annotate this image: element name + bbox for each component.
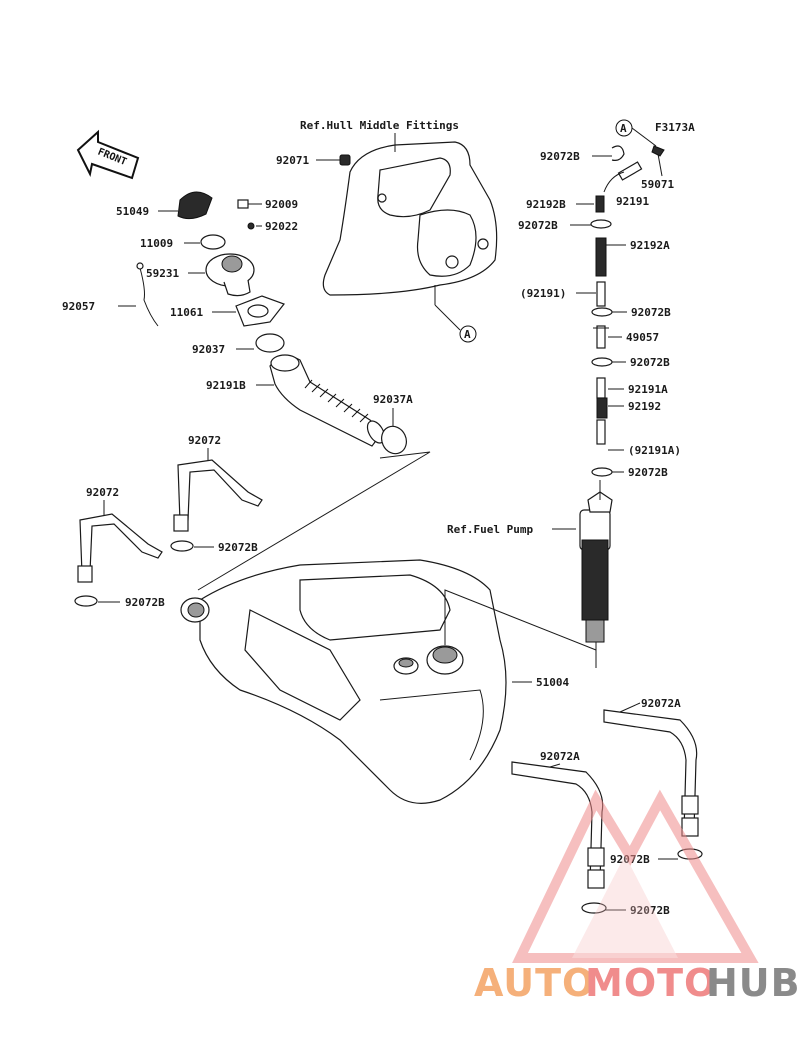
label-92072A-2: 92072A [540, 750, 580, 763]
label-92191B: 92191B [206, 379, 246, 392]
label-92072B-r2: 92072B [518, 219, 558, 232]
label-92191: 92191 [616, 195, 649, 208]
label-11061: 11061 [170, 306, 203, 319]
filler-hose [269, 354, 386, 447]
label-92037A: 92037A [373, 393, 413, 406]
svg-text:AUTO: AUTO [474, 961, 595, 1005]
label-92072B-r4: 92072B [630, 356, 670, 369]
strap-right-lower [511, 761, 605, 889]
label-92072A-1: 92072A [641, 697, 681, 710]
label-59231: 59231 [146, 267, 179, 280]
label-92072B-r3: 92072B [631, 306, 671, 319]
strap-left-lower [77, 513, 163, 583]
marker-a-right: A [615, 119, 657, 147]
label-92191A: 92191A [628, 383, 668, 396]
strap-left-upper [173, 459, 263, 532]
label-92191-paren: (92191) [520, 287, 566, 300]
strap-right-upper [603, 709, 699, 837]
svg-text:A: A [464, 328, 471, 341]
label-92072-upper: 92072 [188, 434, 221, 447]
ref-pump-label: Ref.Fuel Pump [447, 523, 533, 536]
label-92192A: 92192A [630, 239, 670, 252]
label-92072B-r1: 92072B [540, 150, 580, 163]
label-51049: 51049 [116, 205, 149, 218]
label-92022: 92022 [265, 220, 298, 233]
label-49057: 49057 [626, 331, 659, 344]
label-92191A-paren: (92191A) [628, 444, 681, 457]
label-92072B-1: 92072B [218, 541, 258, 554]
label-92192: 92192 [628, 400, 661, 413]
label-92072B-b2: 92072B [630, 904, 670, 917]
label-92057: 92057 [62, 300, 95, 313]
label-92072B-2: 92072B [125, 596, 165, 609]
label-92192B: 92192B [526, 198, 566, 211]
fuel-tank [180, 559, 507, 804]
label-51004: 51004 [536, 676, 569, 689]
diagram-code: F3173A [655, 121, 695, 134]
watermark-logo [512, 789, 759, 963]
svg-text:HUB: HUB [706, 961, 800, 1005]
label-92072-lower: 92072 [86, 486, 119, 499]
label-11009: 11009 [140, 237, 173, 250]
hull-middle-fitting [322, 141, 498, 296]
watermark-text: AUTO MOTO HUB [474, 961, 800, 1005]
marker-a-hull: A [434, 285, 477, 343]
label-92072B-r5: 92072B [628, 466, 668, 479]
ref-hull-label: Ref.Hull Middle Fittings [300, 119, 459, 132]
label-59071: 59071 [641, 178, 674, 191]
svg-text:MOTO: MOTO [585, 961, 717, 1005]
label-92009: 92009 [265, 198, 298, 211]
fuel-pump [579, 491, 613, 643]
label-92071: 92071 [276, 154, 309, 167]
label-92037: 92037 [192, 343, 225, 356]
svg-text:A: A [620, 122, 627, 135]
front-arrow-icon: FRONT [76, 129, 140, 180]
